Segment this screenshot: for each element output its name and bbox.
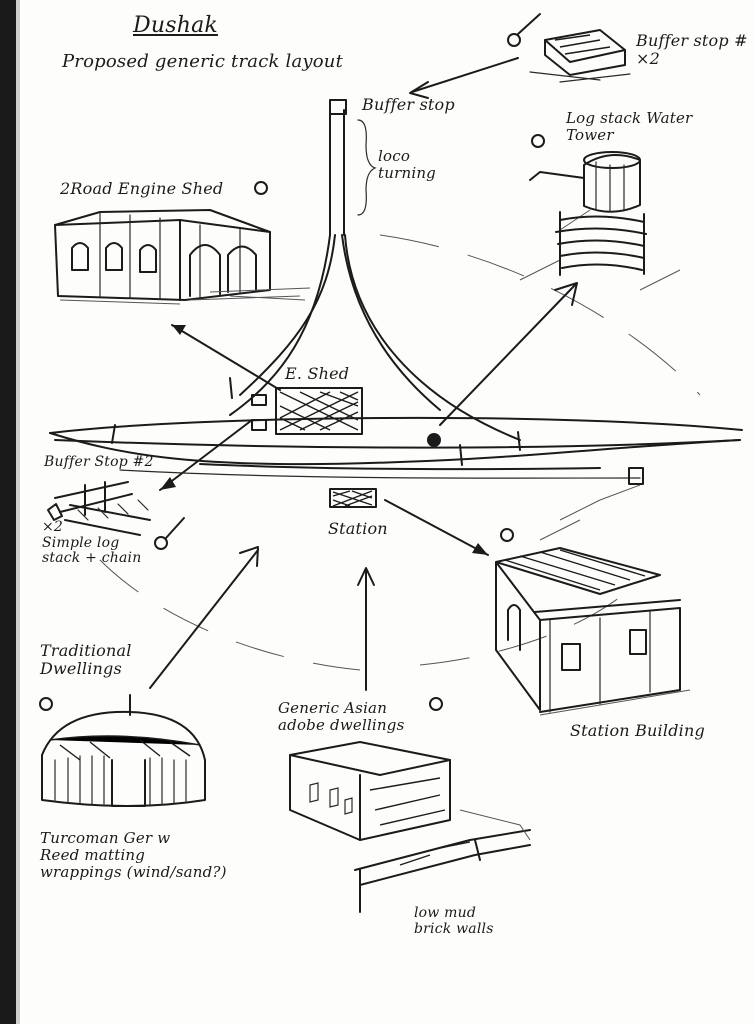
wye-right-leg (344, 234, 521, 441)
label-log-stack: ×2 Simple log stack + chain (42, 519, 142, 567)
notebook-binding (0, 0, 16, 1024)
label-buffer-stop-1: Buffer stop # ×2 (636, 31, 748, 68)
wye-left-leg (229, 234, 331, 416)
label-adobe-dwellings: Generic Asian adobe dwellings (278, 699, 405, 734)
switch-tick-4 (459, 444, 463, 466)
buffer-stop-2-illustration (47, 481, 151, 536)
switch-tick-2 (229, 377, 233, 399)
arrows (149, 57, 578, 691)
label-turcoman-ger: Turcoman Ger w Reed matting wrappings (w… (40, 829, 227, 881)
buffer-stop-top-marker (329, 99, 347, 115)
label-engine-shed-2road: 2Road Engine Shed (60, 179, 224, 198)
arrow-traditional-dwellings (149, 549, 259, 689)
buffer-stop-1-illustration (529, 29, 631, 83)
label-loco-turning: loco turning (378, 147, 436, 182)
ground-marks (99, 209, 701, 671)
engine-shed-illustration (54, 209, 311, 305)
sketch-subtitle: Proposed generic track layout (62, 51, 344, 72)
station-building-illustration (495, 547, 691, 716)
adobe-illustration (289, 741, 531, 913)
ger-illustration (41, 694, 206, 807)
track-main-lower (54, 439, 741, 449)
label-station-building: Station Building (570, 721, 705, 740)
label-low-mud-walls: low mud brick walls (414, 905, 494, 937)
buffer-stop-right (628, 467, 644, 485)
switch-tick-3 (517, 431, 521, 451)
turntable-marker (427, 433, 441, 447)
water-tower-illustration (529, 151, 647, 276)
label-buffer-stop-2: Buffer Stop #2 (44, 454, 154, 470)
track-left-return (49, 432, 741, 466)
marker-circles (39, 13, 545, 711)
label-station: Station (328, 519, 388, 538)
label-water-tower: Log stack Water Tower (566, 109, 693, 144)
wye-right-leg-2 (341, 234, 441, 411)
track-main-upper (49, 416, 743, 434)
label-buffer-stop-top: Buffer stop (362, 95, 455, 114)
loco-turning-bracket (357, 119, 377, 216)
arrow-buffer-stop-2 (159, 419, 253, 491)
siding-box-2 (251, 419, 267, 431)
label-traditional-dwellings: Traditional Dwellings (40, 641, 132, 678)
wye-left-leg-2 (239, 234, 336, 396)
arrow-buffer-stop-1 (411, 57, 519, 93)
notebook-binding-edge (16, 0, 20, 1024)
track-lower-siding-2 (199, 463, 601, 471)
arrow-engine-shed (171, 324, 281, 391)
sketch-title: Dushak (133, 13, 218, 38)
track-layout (49, 99, 743, 485)
siding-box-1 (251, 394, 267, 406)
track-lower-siding (119, 469, 641, 479)
arrow-station-building (384, 499, 489, 556)
label-e-shed: E. Shed (285, 364, 350, 383)
station-plan (329, 488, 377, 508)
switch-tick-1 (111, 424, 116, 444)
e-shed-plan (275, 387, 363, 435)
arrow-water-tower (439, 284, 576, 426)
